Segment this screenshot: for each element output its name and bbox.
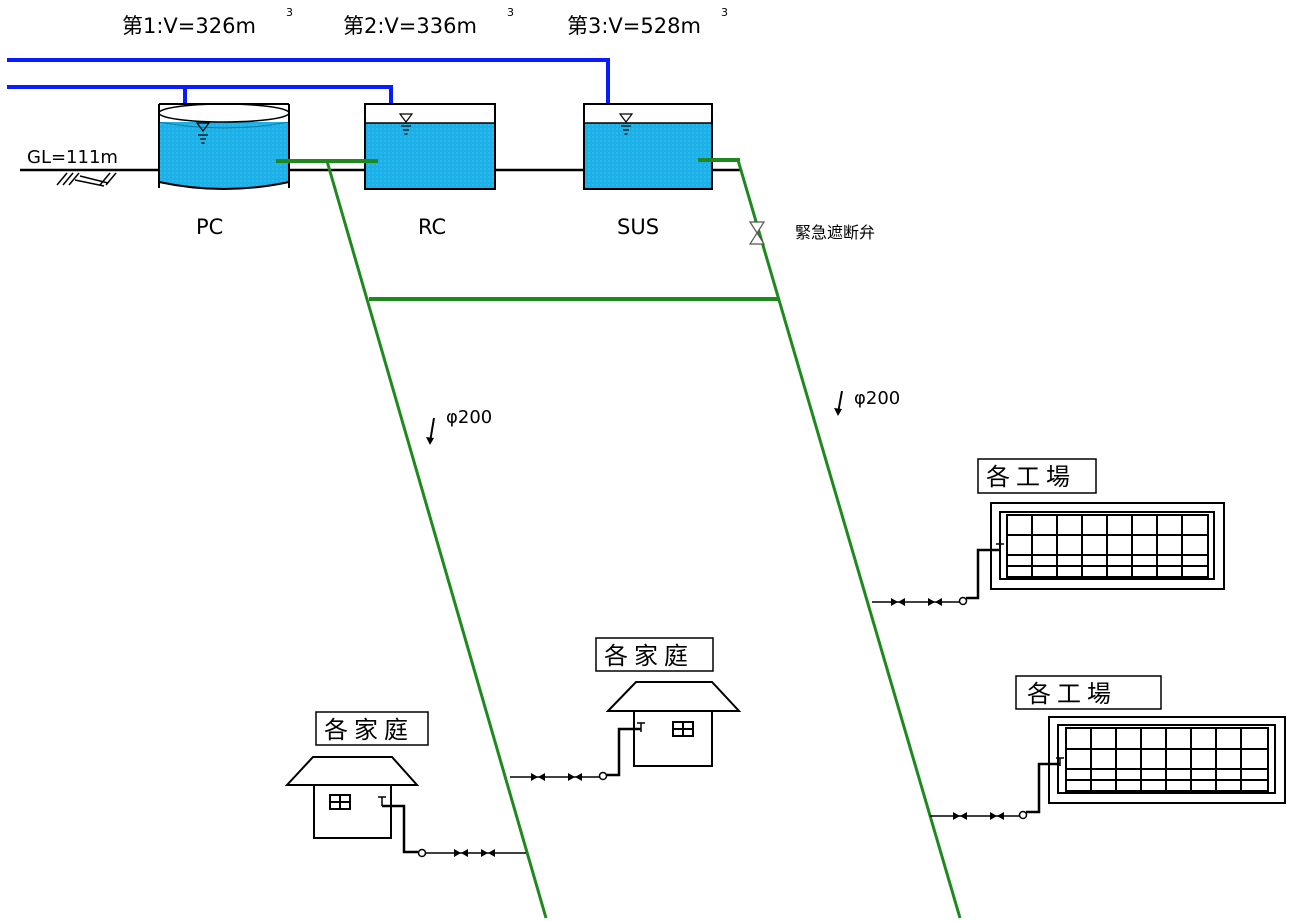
main-pipes — [276, 158, 962, 919]
ground-level-label: GL=111m — [27, 147, 118, 168]
valve-icon — [568, 773, 582, 781]
pipe-size-left: φ200 — [426, 407, 492, 445]
supply-pipe-upper — [7, 58, 610, 104]
valve-icon — [928, 598, 942, 606]
tank1-volume-superscript: 3 — [286, 6, 293, 19]
emergency-valve: 緊急遮断弁 — [748, 221, 875, 245]
tank-sus: SUS — [583, 103, 713, 239]
valve-icon — [990, 812, 1004, 820]
tank-rc: RC — [364, 103, 496, 239]
tank2-volume-superscript: 3 — [507, 6, 514, 19]
tank1-volume-label: 第1:V=326m — [122, 14, 256, 38]
factory-1-label: 各工場 — [986, 463, 1076, 491]
emergency-valve-label: 緊急遮断弁 — [795, 223, 875, 242]
supply-pipes — [7, 58, 610, 104]
household-1-label: 各家庭 — [324, 716, 414, 744]
tank-pc-label: PC — [196, 215, 223, 239]
faucet-icon — [637, 722, 645, 732]
emergency-valve-icon — [748, 221, 766, 245]
factory-2-label: 各工場 — [1027, 680, 1117, 708]
tank3-volume-superscript: 3 — [721, 6, 728, 19]
supply-pipe-lower — [7, 85, 393, 104]
household-1-roof — [284, 756, 420, 786]
factory-2: 各工場 — [930, 675, 1286, 820]
window-icon — [672, 721, 694, 737]
valve-icon — [454, 849, 468, 857]
factory-1: 各工場 — [872, 458, 1225, 606]
valve-icon — [891, 598, 905, 606]
valve-icon — [531, 773, 545, 781]
tank-sus-water — [585, 123, 711, 188]
valve-icon — [481, 849, 495, 857]
tank-rc-label: RC — [418, 215, 446, 239]
tank2-volume-label: 第2:V=336m — [343, 14, 477, 38]
pipe-size-right-label: φ200 — [854, 388, 900, 409]
household-2-wall — [633, 710, 713, 767]
household-2-label: 各家庭 — [604, 642, 694, 670]
faucet-icon — [378, 796, 386, 806]
tank-sus-label: SUS — [617, 215, 659, 239]
main-pipe-right — [736, 159, 962, 919]
household-2: 各家庭 — [510, 637, 742, 781]
tank3-volume-label: 第3:V=528m — [567, 14, 701, 38]
pipe-size-right: φ200 — [834, 388, 900, 416]
valve-icon — [953, 812, 967, 820]
ground-hatching — [56, 172, 117, 187]
tank-volume-labels: 第1:V=326m 3 第2:V=336m 3 第3:V=528m 3 — [122, 6, 728, 38]
tank-rc-water — [366, 123, 494, 188]
tank-pc-water — [159, 122, 289, 182]
tank-pc: PC — [158, 103, 290, 239]
main-pipe-left — [325, 160, 548, 919]
household-2-roof — [605, 681, 742, 712]
household-1-wall — [313, 784, 392, 839]
household-1: 各家庭 — [284, 711, 526, 858]
window-icon — [329, 794, 351, 810]
pipe-size-left-label: φ200 — [446, 407, 492, 428]
